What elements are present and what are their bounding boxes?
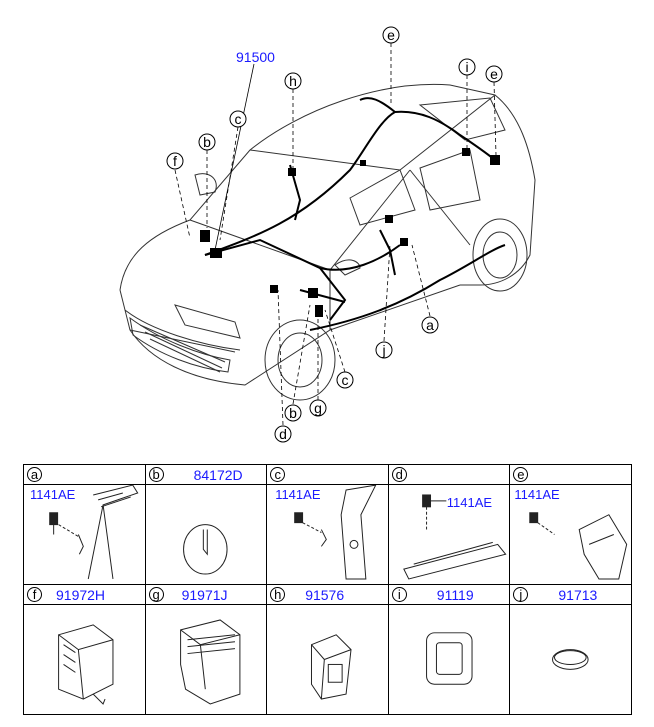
callout-i: i (458, 58, 476, 76)
part-number-f: 91972H (56, 586, 106, 603)
callout-f: f (166, 152, 184, 170)
callout-c-bottom-label: c (342, 372, 349, 388)
fastener-a: 1141AE (30, 487, 76, 502)
part-letter-b: b (148, 467, 164, 482)
part-image-i (387, 604, 511, 715)
callout-e-top: e (382, 26, 400, 44)
plug-j-drawing (552, 649, 589, 670)
connector-g-drawing (179, 619, 240, 705)
grommet-i-drawing (425, 632, 473, 685)
part-cell-i-header: i 91119 (387, 584, 511, 605)
part-letter-f: f (27, 587, 42, 602)
part-cell-d-header: d (387, 464, 511, 485)
parts-table-header-row-1: a b 84172D c d e (23, 464, 632, 485)
part-letter-d: d (391, 467, 407, 482)
callout-g: g (309, 399, 327, 417)
connector-h-drawing (311, 634, 352, 700)
callout-f-label: f (173, 153, 177, 169)
callout-c-top: c (229, 110, 247, 128)
callout-b-top: b (198, 133, 216, 151)
part-number-h: 91576 (305, 586, 345, 603)
part-letter-h: h (270, 587, 286, 602)
callout-b-label: b (203, 134, 211, 150)
callout-e-right: e (485, 65, 503, 83)
part-image-e: 1141AE (509, 484, 632, 585)
part-image-j (509, 604, 632, 715)
part-cell-b-header: b 84172D (144, 464, 268, 485)
leader-lines (174, 43, 497, 426)
part-image-d: 1141AE (387, 484, 511, 585)
car-wiring-diagram: 91500 f b c h e i e a j c g (119, 26, 536, 443)
part-cell-h-header: h 91576 (266, 584, 389, 605)
fastener-d: 1141AE (446, 495, 493, 510)
part-letter-i: i (391, 587, 407, 602)
part-letter-e: e (513, 467, 529, 482)
callout-i-label: i (465, 59, 468, 75)
part-cell-j-header: j 91713 (509, 584, 632, 605)
callout-a-label: a (426, 317, 434, 333)
callout-g-label: g (314, 400, 322, 416)
connector-f-drawing (58, 624, 114, 705)
callout-h-label: h (289, 73, 297, 89)
harness-clips (200, 148, 500, 317)
part-letter-g: g (148, 587, 164, 602)
parts-table: a b 84172D c d e 1141AE 1141AE (23, 464, 632, 715)
rear-panel-drawing (529, 512, 628, 580)
callout-d-label: d (279, 426, 287, 442)
callout-d: d (274, 425, 292, 443)
callout-c-label: c (235, 111, 242, 127)
callout-c-bottom: c (336, 371, 354, 389)
callout-e-label: e (387, 27, 395, 43)
part-letter-c: c (270, 467, 286, 482)
car-body (119, 83, 536, 401)
callout-h: h (284, 72, 302, 90)
callout-a: a (421, 316, 439, 334)
callout-j: j (375, 341, 393, 359)
part-cell-a-header: a (23, 464, 146, 485)
part-letter-a: a (27, 467, 42, 482)
parts-table-image-row-1: 1141AE 1141AE 1141AE (23, 484, 632, 585)
part-number-i: 91119 (436, 586, 474, 603)
part-image-g (144, 604, 268, 715)
part-cell-g-header: g 91971J (144, 584, 268, 605)
part-image-b (144, 484, 268, 585)
callout-b-bottom-label: b (289, 405, 297, 421)
part-number-g: 91971J (181, 586, 228, 603)
parts-table-header-row-2: f 91972H g 91971J h 91576 i 91119 j 91713 (23, 584, 632, 605)
fastener-e: 1141AE (514, 487, 560, 502)
part-number-j: 91713 (558, 586, 598, 603)
part-image-c: 1141AE (266, 484, 389, 585)
part-number-b: 84172D (193, 466, 243, 483)
wiring-harness (204, 97, 506, 331)
part-image-a: 1141AE (23, 484, 146, 585)
parts-table-image-row-2 (23, 604, 632, 715)
part-cell-f-header: f 91972H (23, 584, 146, 605)
callout-e-right-label: e (490, 66, 498, 82)
pillar-clip-drawing (294, 485, 377, 580)
part-image-f (23, 604, 146, 715)
part-image-h (266, 604, 389, 715)
plug-drawing (182, 524, 228, 575)
floor-rail-drawing (402, 494, 507, 580)
part-cell-c-header: c (266, 464, 389, 485)
part-cell-e-header: e (509, 464, 632, 485)
callout-j-label: j (381, 342, 385, 358)
main-assembly-part-number: 91500 (236, 49, 275, 65)
callout-b-bottom: b (284, 404, 302, 422)
pillar-bracket-drawing (49, 485, 139, 580)
fastener-c: 1141AE (275, 487, 321, 502)
part-letter-j: j (513, 587, 529, 602)
